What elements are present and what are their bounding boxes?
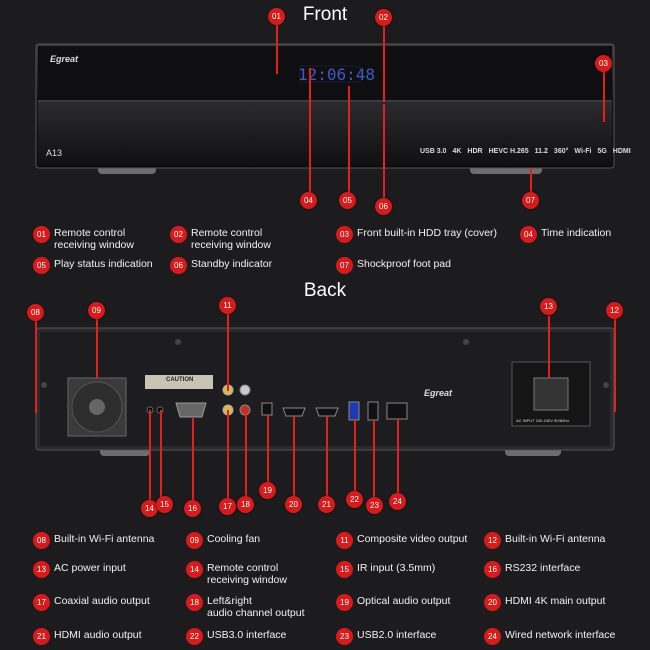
callout-badge-17: 17: [219, 498, 236, 515]
callout-badge-18: 18: [237, 496, 254, 513]
front-feature-badges: USB 3.0 4K HDR HEVC H.265 11.2 360° Wi-F…: [420, 148, 631, 155]
callout-badge-12: 12: [606, 302, 623, 319]
callout-badge-06: 06: [375, 198, 392, 215]
back-section-title: Back: [303, 280, 347, 301]
back-panel-image: [35, 327, 615, 456]
callout-badge-04: 04: [300, 192, 317, 209]
callout-badge-24: 24: [389, 493, 406, 510]
callout-badge-11: 11: [219, 297, 236, 314]
callout-badge-19: 19: [259, 482, 276, 499]
callout-line-22: [354, 420, 356, 494]
front-section-title: Front: [302, 4, 348, 25]
callout-line-16: [192, 418, 194, 504]
callout-badge-08: 08: [27, 304, 44, 321]
back-brand-logo: Egreat: [424, 388, 453, 398]
360-badge: 360°: [553, 148, 569, 155]
front-brand-logo: Egreat: [50, 54, 79, 64]
callout-line-02: [383, 26, 385, 102]
callout-badge-21: 21: [318, 496, 335, 513]
callout-badge-22: 22: [346, 491, 363, 508]
callout-line-21: [326, 416, 328, 498]
front-panel-image: [35, 43, 615, 174]
callout-badge-23: 23: [366, 497, 383, 514]
callout-line-07: [530, 168, 532, 192]
callout-line-24: [397, 420, 399, 494]
callout-line-12: [614, 318, 616, 412]
callout-line-03: [603, 70, 605, 122]
audio-badge: 11.2: [534, 148, 548, 155]
callout-line-06: [383, 104, 385, 198]
clock-display: [299, 65, 361, 83]
callout-badge-02: 02: [375, 9, 392, 26]
wifi-badge: Wi-Fi: [574, 148, 592, 155]
callout-line-04: [309, 68, 311, 192]
callout-badge-01: 01: [268, 8, 285, 25]
callout-line-18: [245, 410, 247, 500]
callout-line-17: [227, 410, 229, 502]
callout-line-23: [373, 420, 375, 498]
usb-badge: USB 3.0: [420, 148, 447, 155]
callout-badge-03: 03: [595, 55, 612, 72]
callout-line-01: [276, 24, 278, 74]
5g-badge: 5G: [597, 148, 607, 155]
callout-badge-15: 15: [156, 496, 173, 513]
callout-line-05: [348, 86, 350, 194]
hdmi-badge: HDMI: [612, 148, 631, 155]
callout-badge-09: 09: [88, 302, 105, 319]
callout-badge-16: 16: [184, 500, 201, 517]
callout-line-14: [149, 410, 151, 502]
callout-line-08: [35, 321, 37, 413]
front-clock-display: 12:06:48: [298, 65, 376, 84]
front-model-label: A13: [46, 148, 63, 158]
back-caution-label: CAUTION: [166, 377, 194, 383]
back-ac-label: AC INPUT 100-240V 50/60Hz: [516, 418, 570, 423]
callout-badge-07: 07: [522, 192, 539, 209]
callout-line-09: [96, 318, 98, 378]
callout-badge-20: 20: [285, 496, 302, 513]
4k-badge: 4K: [452, 148, 462, 155]
callout-line-20: [293, 416, 295, 498]
callout-line-13: [548, 316, 550, 378]
callout-badge-13: 13: [540, 298, 557, 315]
hevc-badge: HEVC H.265: [488, 148, 529, 155]
hdr-badge: HDR: [467, 148, 483, 155]
callout-badge-14: 14: [141, 500, 158, 517]
callout-line-15: [160, 410, 162, 498]
callout-line-19: [267, 415, 269, 482]
callout-badge-05: 05: [339, 192, 356, 209]
callout-line-11: [227, 313, 229, 391]
